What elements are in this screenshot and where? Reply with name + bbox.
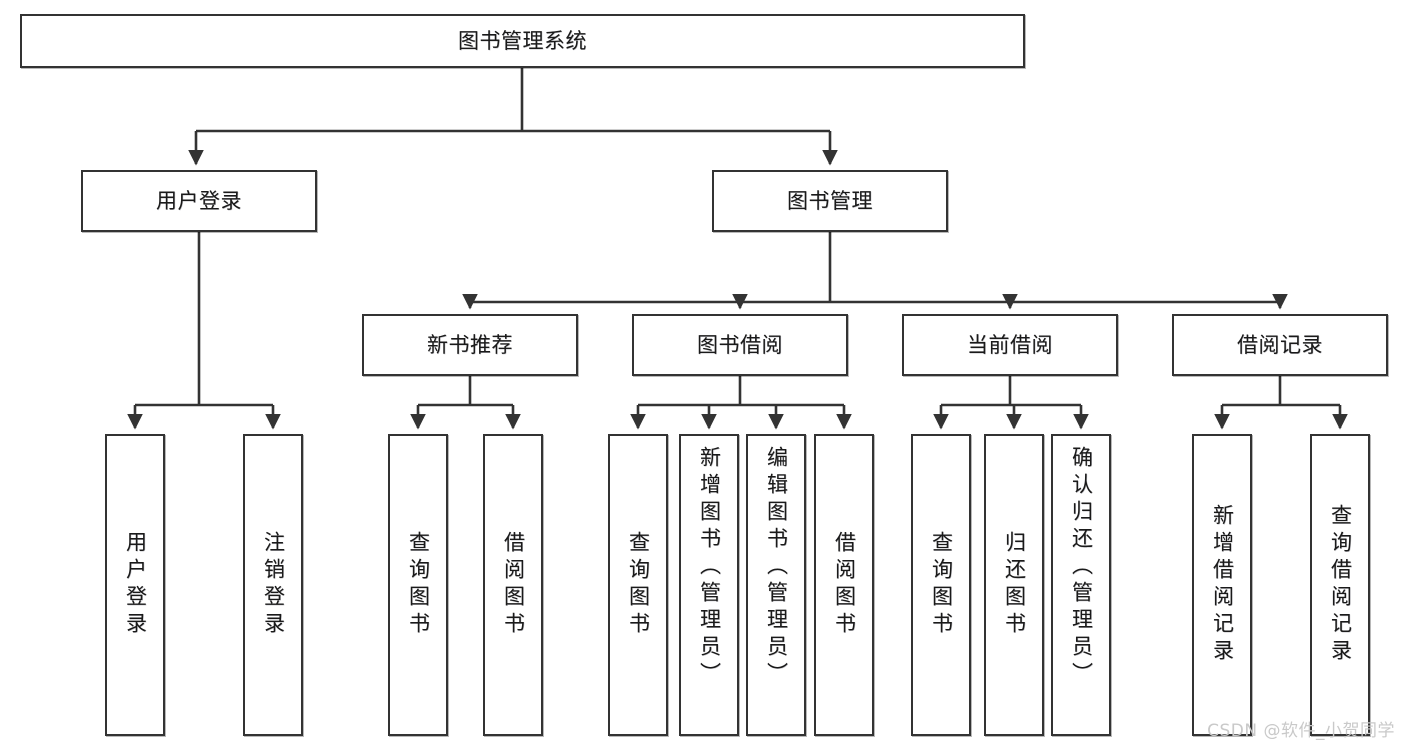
node-leaf-query-book-3-label: 查询图书 xyxy=(929,531,954,639)
node-leaf-query-book-2[interactable]: 查询图书 xyxy=(608,434,668,736)
node-leaf-add-book[interactable]: 新增图书（管理员） xyxy=(679,434,739,736)
node-leaf-query-record[interactable]: 查询借阅记录 xyxy=(1310,434,1370,736)
node-leaf-borrow-book-2-label: 借阅图书 xyxy=(832,531,857,639)
node-leaf-confirm-return-label: 确认归还（管理员） xyxy=(1069,446,1094,689)
node-leaf-edit-book[interactable]: 编辑图书（管理员） xyxy=(746,434,806,736)
node-root-label: 图书管理系统 xyxy=(458,28,587,53)
node-leaf-return-book-label: 归还图书 xyxy=(1002,531,1027,639)
node-leaf-return-book[interactable]: 归还图书 xyxy=(984,434,1044,736)
node-leaf-user-login[interactable]: 用户登录 xyxy=(105,434,165,736)
node-leaf-user-login-label: 用户登录 xyxy=(123,531,148,639)
node-book-manage-label: 图书管理 xyxy=(787,188,873,213)
node-leaf-query-book-3[interactable]: 查询图书 xyxy=(911,434,971,736)
csdn-watermark: CSDN @软件_小贺同学 xyxy=(1207,721,1395,741)
node-leaf-logout-label: 注销登录 xyxy=(261,531,286,639)
node-leaf-add-book-label: 新增图书（管理员） xyxy=(697,446,722,689)
node-borrow-record[interactable]: 借阅记录 xyxy=(1172,314,1388,376)
node-leaf-query-book-1-label: 查询图书 xyxy=(406,531,431,639)
node-leaf-borrow-book-1-label: 借阅图书 xyxy=(501,531,526,639)
node-leaf-add-record[interactable]: 新增借阅记录 xyxy=(1192,434,1252,736)
node-leaf-borrow-book-2[interactable]: 借阅图书 xyxy=(814,434,874,736)
node-book-borrow[interactable]: 图书借阅 xyxy=(632,314,848,376)
node-root[interactable]: 图书管理系统 xyxy=(20,14,1025,68)
node-leaf-borrow-book-1[interactable]: 借阅图书 xyxy=(483,434,543,736)
node-new-book-rec-label: 新书推荐 xyxy=(427,332,513,357)
node-leaf-logout[interactable]: 注销登录 xyxy=(243,434,303,736)
node-new-book-rec[interactable]: 新书推荐 xyxy=(362,314,578,376)
node-leaf-edit-book-label: 编辑图书（管理员） xyxy=(764,446,789,689)
node-leaf-add-record-label: 新增借阅记录 xyxy=(1210,504,1235,666)
node-current-borrow[interactable]: 当前借阅 xyxy=(902,314,1118,376)
node-leaf-query-book-2-label: 查询图书 xyxy=(626,531,651,639)
node-book-manage[interactable]: 图书管理 xyxy=(712,170,948,232)
node-leaf-query-record-label: 查询借阅记录 xyxy=(1328,504,1353,666)
node-leaf-query-book-1[interactable]: 查询图书 xyxy=(388,434,448,736)
node-user-login[interactable]: 用户登录 xyxy=(81,170,317,232)
node-book-borrow-label: 图书借阅 xyxy=(697,332,783,357)
node-leaf-confirm-return[interactable]: 确认归还（管理员） xyxy=(1051,434,1111,736)
node-user-login-label: 用户登录 xyxy=(156,188,242,213)
node-current-borrow-label: 当前借阅 xyxy=(967,332,1053,357)
node-borrow-record-label: 借阅记录 xyxy=(1237,332,1323,357)
